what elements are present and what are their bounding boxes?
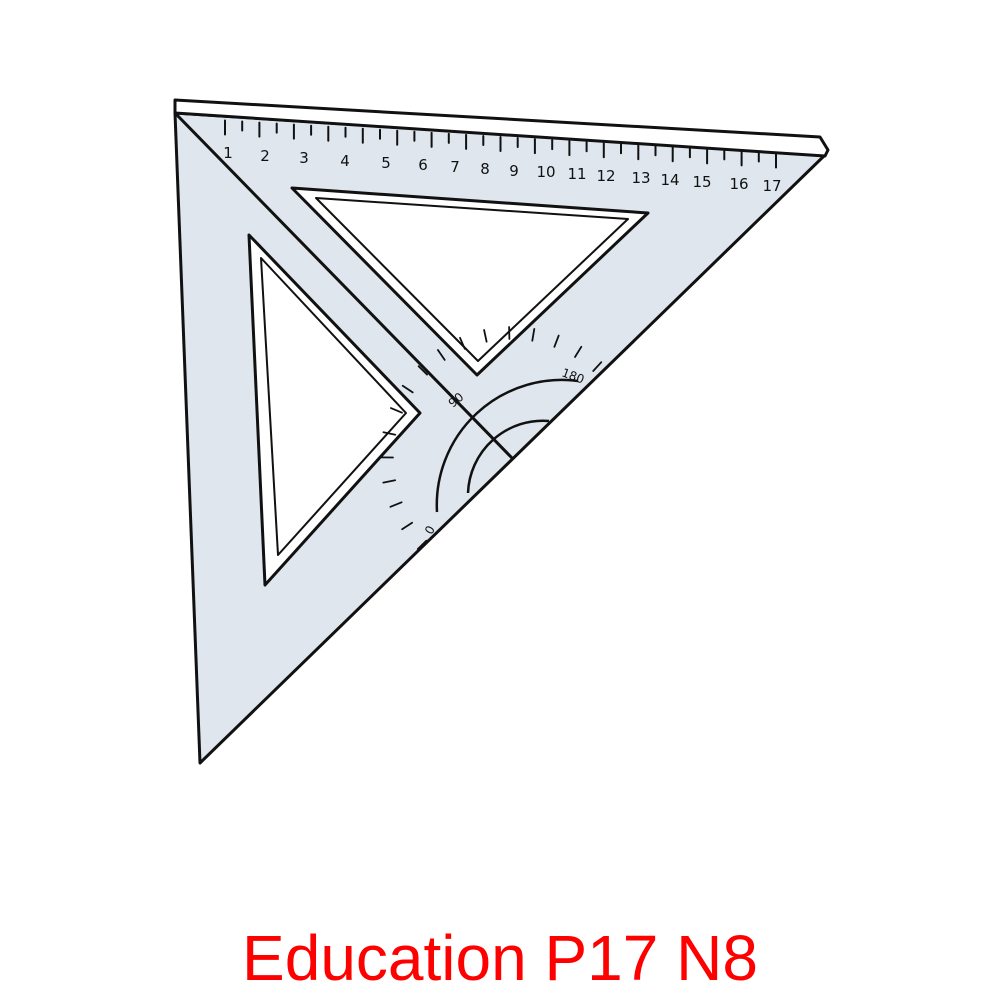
ruler-number: 10: [536, 163, 555, 181]
ruler-number: 2: [260, 147, 270, 165]
protractor-tick: [436, 349, 446, 361]
left-cutout-outer: [247, 233, 422, 587]
ruler-number: 11: [567, 165, 586, 183]
protractor-outer-arc: [435, 378, 579, 513]
protractor-tick: [592, 361, 603, 372]
upper-cutout-inner: [315, 197, 629, 362]
protractor-ticks: [380, 326, 603, 550]
ruler-numbers: 1 2 3 4 5 6 7 8 9 10 11 12 13 14 15 16 1…: [223, 144, 781, 195]
ruler-number: 15: [692, 173, 711, 191]
protractor-tick: [531, 327, 536, 342]
protractor-tick: [401, 384, 414, 394]
ruler-number: 14: [660, 171, 679, 189]
protractor-tick: [389, 407, 403, 414]
ruler-number: 17: [762, 177, 781, 195]
protractor-tick: [382, 431, 397, 436]
protractor-tick: [389, 501, 403, 508]
protractor-tick: [459, 336, 466, 350]
protractor-tick: [483, 329, 488, 343]
ruler-number: 1: [223, 144, 233, 162]
divider-line: [173, 111, 514, 460]
protractor-tick: [417, 365, 429, 376]
protractor-tick: [382, 479, 397, 484]
ruler-number: 16: [729, 175, 748, 193]
upper-cutout-outer: [290, 186, 650, 377]
protractor-tick: [553, 334, 560, 348]
ruler-number: 8: [480, 160, 490, 178]
protractor-tick: [401, 521, 414, 531]
ruler-number: 4: [340, 152, 350, 170]
ruler-edge-strip: [173, 98, 830, 158]
protractor-tick: [416, 539, 428, 550]
ruler-number: 3: [299, 149, 309, 167]
ruler-number: 7: [450, 158, 460, 176]
ruler-number: 13: [631, 169, 650, 187]
left-cutout-inner: [260, 257, 407, 556]
protractor-tick: [574, 345, 583, 358]
caption: Education P17 N8: [242, 922, 758, 994]
ruler-number: 5: [381, 154, 391, 172]
ruler-number: 12: [596, 167, 615, 185]
ruler-ticks: [224, 119, 777, 169]
protractor-inner-arc: [466, 419, 550, 494]
ruler-number: 6: [418, 156, 428, 174]
ruler-number: 9: [509, 162, 519, 180]
